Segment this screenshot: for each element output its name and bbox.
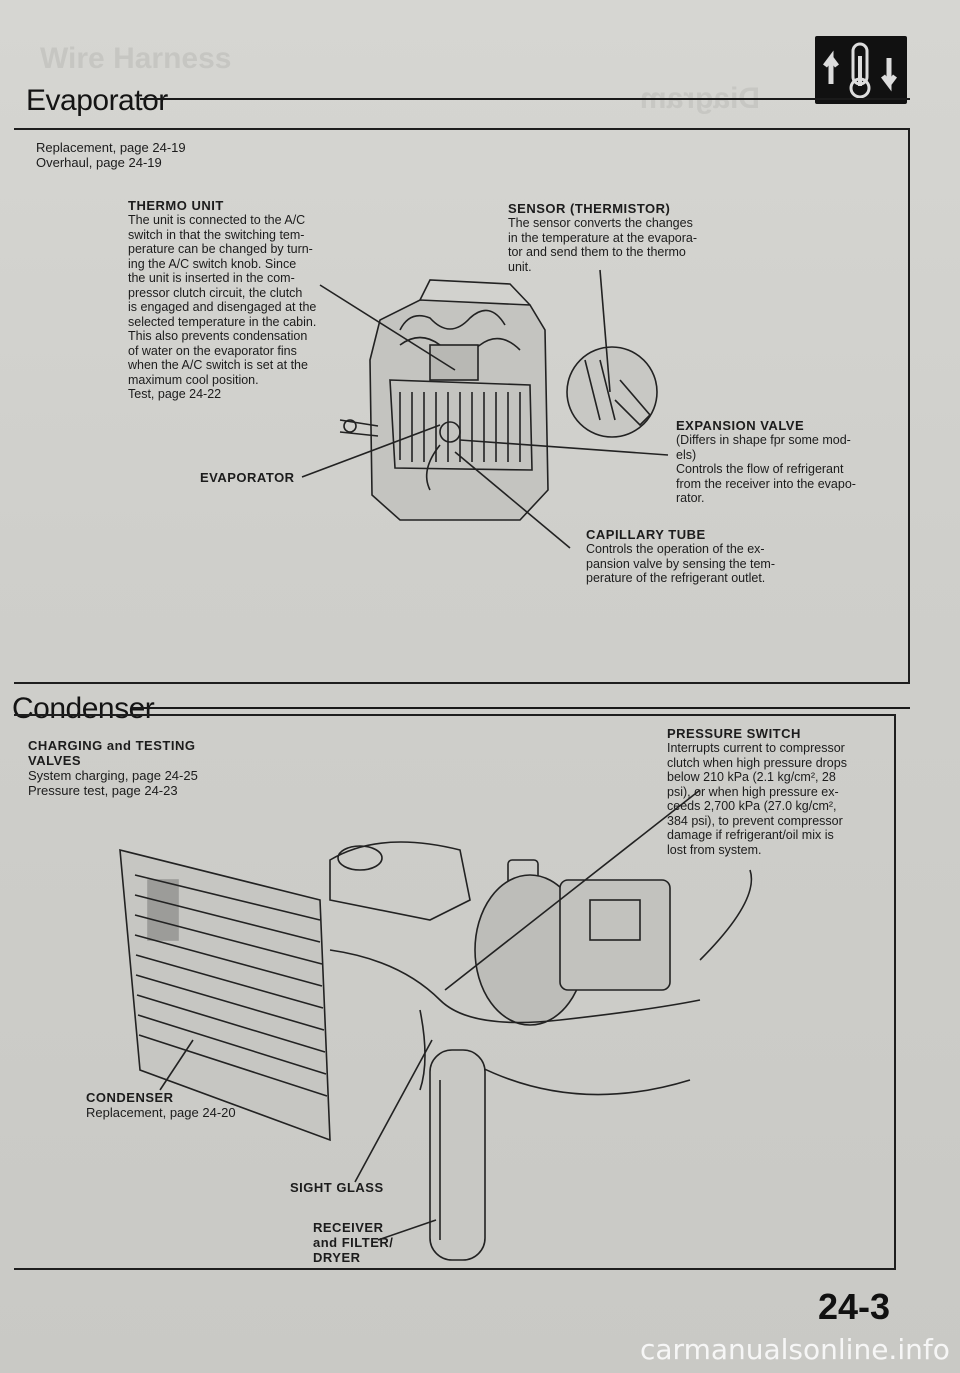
thermo-line: of water on the evaporator fins: [128, 343, 297, 358]
thermo-line: when the A/C switch is set at the: [128, 358, 308, 372]
pressure-line: Interrupts current to compressor: [667, 741, 845, 755]
pressure-switch-block: PRESSURE SWITCH Interrupts current to co…: [667, 726, 847, 857]
site-watermark: carmanualsonline.info: [640, 1333, 950, 1366]
evaporator-illustration: [301, 269, 669, 549]
receiver-label-block: RECEIVER and FILTER/ DRYER: [313, 1220, 393, 1265]
charging-heading-2: VALVES: [28, 753, 82, 768]
expansion-valve-heading: EXPANSION VALVE: [676, 418, 805, 433]
thermo-unit-text: The unit is connected to the A/C switch …: [128, 213, 316, 402]
charging-ref: System charging, page 24-25: [28, 768, 198, 783]
condenser-title-rule: [132, 707, 910, 709]
evaporator-title: Evaporator: [26, 84, 168, 117]
condenser-part-heading: CONDENSER: [86, 1090, 174, 1105]
pressure-switch-heading: PRESSURE SWITCH: [667, 726, 801, 741]
condenser-frame: [14, 714, 896, 1270]
expansion-valve-text: (Differs in shape fpr some mod- els) Con…: [676, 433, 856, 506]
evaporator-part-label: EVAPORATOR: [200, 470, 295, 485]
thermo-line: perature can be changed by turn-: [128, 242, 313, 256]
thermo-unit-block: THERMO UNIT The unit is connected to the…: [128, 198, 316, 402]
expansion-line: els): [676, 447, 697, 462]
pressure-line: damage if refrigerant/oil mix is: [667, 828, 834, 842]
expansion-valve-block: EXPANSION VALVE (Differs in shape fpr so…: [676, 418, 856, 506]
pressure-line: psi), or when high pressure ex-: [667, 784, 839, 799]
thermo-line: ing the A/C switch knob. Since: [128, 256, 297, 271]
evaporator-ref-overhaul: Overhaul, page 24-19: [36, 155, 162, 170]
thermo-line: This also prevents condensation: [128, 329, 308, 343]
receiver-line: DRYER: [313, 1250, 361, 1265]
sensor-block: SENSOR (THERMISTOR) The sensor converts …: [508, 201, 697, 274]
capillary-line: pansion valve by sensing the tem-: [586, 556, 775, 571]
receiver-line: RECEIVER: [313, 1220, 384, 1235]
evaporator-ref-replacement: Replacement, page 24-19: [36, 140, 186, 155]
pressure-line: ceeds 2,700 kPa (27.0 kg/cm²,: [667, 799, 837, 813]
pressure-test-ref: Pressure test, page 24-23: [28, 783, 178, 798]
pressure-line: clutch when high pressure drops: [667, 755, 847, 770]
thermo-line: selected temperature in the cabin.: [128, 314, 317, 329]
thermo-line: Test, page 24-22: [128, 387, 222, 401]
pressure-line: below 210 kPa (2.1 kg/cm², 28: [667, 770, 836, 784]
capillary-tube-block: CAPILLARY TUBE Controls the operation of…: [586, 527, 775, 586]
pressure-line: 384 psi), to prevent compressor: [667, 813, 843, 828]
sensor-line: tor and send them to the thermo: [508, 245, 686, 259]
expansion-line: rator.: [676, 491, 705, 505]
thermo-unit-heading: THERMO UNIT: [128, 198, 224, 213]
expansion-line: from the receiver into the evapo-: [676, 476, 856, 491]
capillary-tube-text: Controls the operation of the ex- pansio…: [586, 542, 775, 586]
capillary-line: Controls the operation of the ex-: [586, 542, 765, 556]
charging-heading: CHARGING and TESTING: [28, 738, 196, 753]
expansion-line: (Differs in shape fpr some mod-: [676, 433, 851, 447]
sensor-line: in the temperature at the evapora-: [508, 230, 698, 245]
thermo-line: maximum cool position.: [128, 372, 259, 387]
sensor-text: The sensor converts the changes in the t…: [508, 216, 697, 274]
thermo-line: The unit is connected to the A/C: [128, 213, 306, 227]
evaporator-title-rule: [140, 98, 910, 100]
receiver-line: and FILTER/: [313, 1235, 394, 1250]
pressure-switch-text: Interrupts current to compressor clutch …: [667, 741, 847, 857]
pressure-line: lost from system.: [667, 842, 762, 857]
sensor-line: The sensor converts the changes: [508, 216, 693, 230]
ghost-heading-harness: Wire Harness: [40, 42, 232, 75]
charging-valves-block: CHARGING and TESTING VALVES System charg…: [28, 738, 198, 798]
capillary-line: perature of the refrigerant outlet.: [586, 571, 766, 585]
condenser-label-block: CONDENSER Replacement, page 24-20: [86, 1090, 236, 1120]
condenser-replacement-ref: Replacement, page 24-20: [86, 1105, 236, 1120]
expansion-line: Controls the flow of refrigerant: [676, 462, 844, 476]
thermo-line: switch in that the switching tem-: [128, 227, 305, 242]
capillary-tube-heading: CAPILLARY TUBE: [586, 527, 706, 542]
sight-glass-label: SIGHT GLASS: [290, 1180, 384, 1195]
sensor-heading: SENSOR (THERMISTOR): [508, 201, 671, 216]
condenser-title: Condenser: [12, 692, 155, 725]
evaporator-frame: [14, 128, 910, 684]
thermo-line: is engaged and disengaged at the: [128, 300, 317, 314]
thermo-line: the unit is inserted in the com-: [128, 271, 295, 285]
sensor-line: unit.: [508, 259, 532, 274]
thermo-line: pressor clutch circuit, the clutch: [128, 285, 303, 300]
page-number: 24-3: [818, 1286, 891, 1327]
ac-temperature-icon: [815, 36, 907, 104]
